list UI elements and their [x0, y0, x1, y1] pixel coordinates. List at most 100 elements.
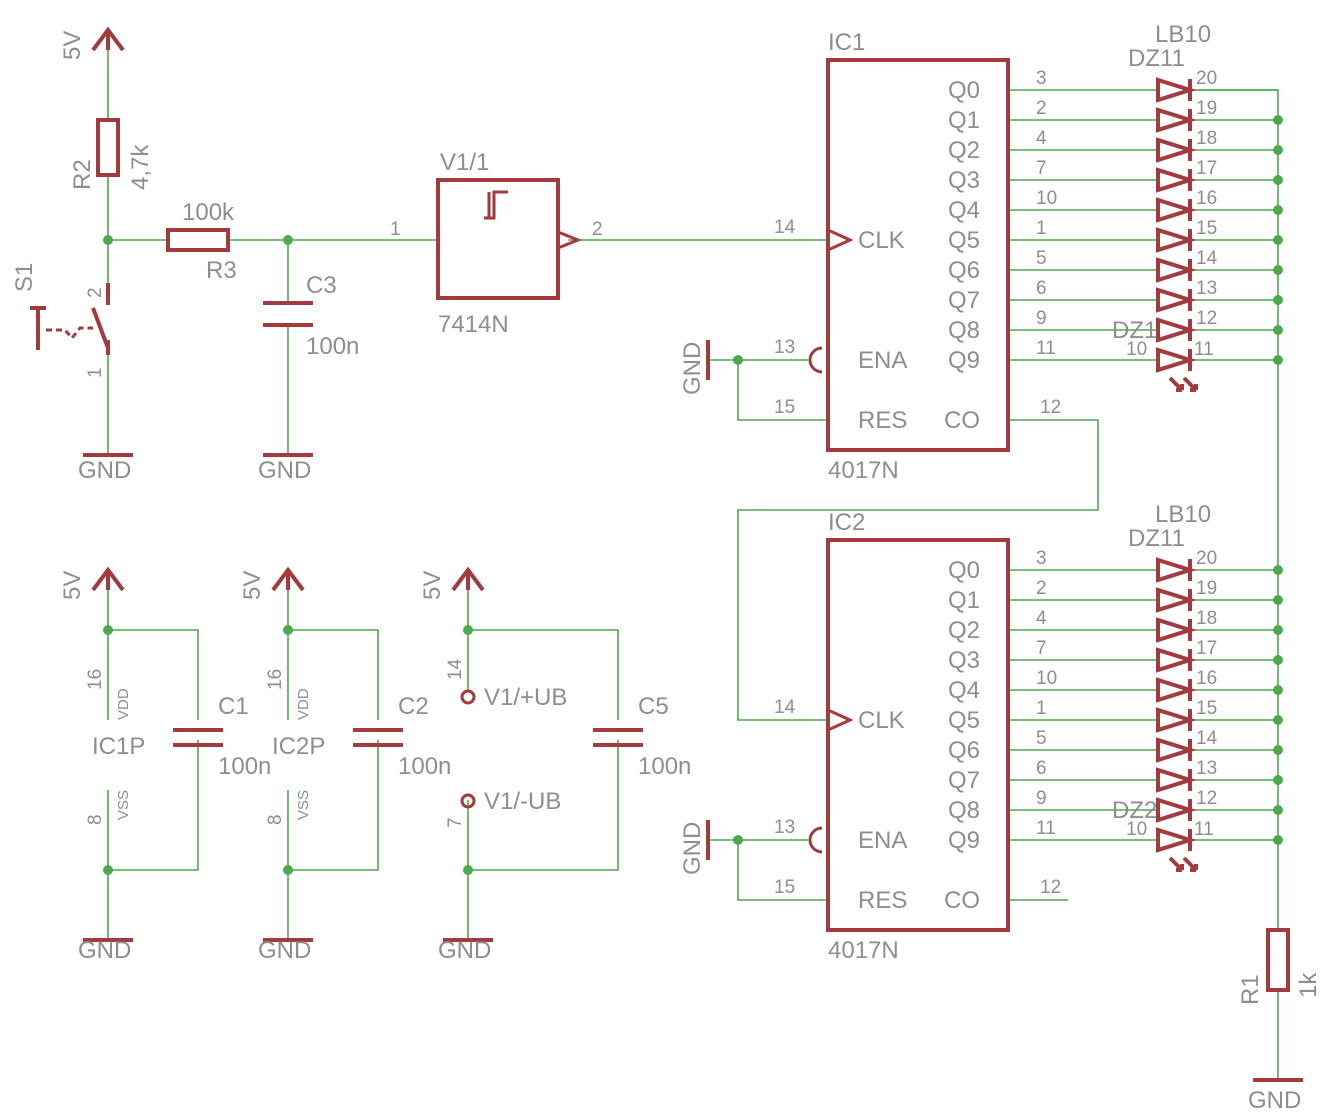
- ic2-4017: [808, 538, 1010, 932]
- ground-label-r1: GND: [1248, 1087, 1301, 1114]
- ic1-rail-junction-q3: [1273, 175, 1283, 185]
- ic2-pin-ena: 13: [774, 817, 795, 838]
- ic2-led-q7: [1156, 767, 1197, 793]
- ic2-ena-label: ENA: [858, 827, 907, 854]
- ic2-led-pin-q6: 14: [1196, 728, 1218, 749]
- ic1-pin-q9: 11: [1036, 338, 1056, 359]
- dz-label-ic2-last: DZ2: [1112, 797, 1157, 824]
- ic1-led-pin-q8: 12: [1196, 308, 1217, 329]
- ic2-label-q2: Q2: [948, 617, 980, 644]
- ic1-led-q4: [1156, 197, 1197, 223]
- ic1-led-pin-q4: 16: [1196, 188, 1217, 209]
- r2-value: 4,7k: [127, 144, 154, 190]
- ic1-clk-label: CLK: [858, 227, 905, 254]
- dz-label-top: DZ11: [1128, 45, 1185, 72]
- ic2-label-q1: Q1: [948, 587, 980, 614]
- ic2-label-q3: Q3: [948, 647, 980, 674]
- ic1-led-q8: [1156, 317, 1197, 343]
- v1-part: 7414N: [438, 311, 509, 338]
- supply-label-input: 5V: [59, 31, 86, 60]
- ic1-led-q6: [1156, 257, 1197, 283]
- ic1-label-q7: Q7: [948, 287, 980, 314]
- v1-pin-in: 1: [390, 219, 401, 240]
- ic2-rail-junction-q5: [1273, 715, 1283, 725]
- ic2-rail-junction-q6: [1273, 745, 1283, 755]
- c3-label: C3: [306, 272, 337, 299]
- ic2-led-q3: [1156, 647, 1197, 673]
- ic1-led-pin-q3: 17: [1196, 158, 1217, 179]
- v1-ub-plus-label: V1/+UB: [484, 684, 567, 711]
- v1-pin-ub-minus: 7: [445, 817, 466, 828]
- ic2-led-q2: [1156, 617, 1197, 643]
- ic2-led-pin-q7: 13: [1196, 758, 1217, 779]
- ic2-rail-junction-q7: [1273, 775, 1283, 785]
- ic2-led-emission-arrows: [1168, 856, 1198, 872]
- ic1-res-label: RES: [858, 407, 907, 434]
- ground-label-c3: GND: [258, 457, 311, 484]
- output-wires: [1008, 89, 1278, 841]
- ic1-pin-q8: 9: [1036, 308, 1047, 329]
- c2-value: 100n: [398, 753, 451, 780]
- r1-value: 1k: [1295, 972, 1322, 998]
- ic2-label-q0: Q0: [948, 557, 980, 584]
- s1-pin2: 2: [85, 287, 106, 298]
- ic2-led-q4: [1156, 677, 1197, 703]
- junctions-static: [103, 235, 743, 875]
- ic2-label: IC2: [828, 509, 865, 536]
- ic1-led-pin-q0: 20: [1196, 68, 1217, 89]
- r2-label: R2: [69, 159, 96, 190]
- ic1-pin-q7: 6: [1036, 278, 1047, 299]
- ic1p-vss-label: VSS: [115, 790, 132, 820]
- ground-label-v1: GND: [438, 937, 491, 964]
- ic2-led-q6: [1156, 737, 1197, 763]
- ic2-pin-q1: 2: [1036, 578, 1047, 599]
- resistor-r3: [166, 228, 230, 252]
- ic2p-vss-label: VSS: [295, 790, 312, 820]
- ic1-pin-q0: 3: [1036, 68, 1047, 89]
- dz-label-ic1-last: DZ1: [1112, 317, 1157, 344]
- c3-value: 100n: [306, 333, 359, 360]
- wires: [107, 50, 1279, 1080]
- ic1-label-q4: Q4: [948, 197, 980, 224]
- ic1-pin-q2: 4: [1036, 128, 1047, 149]
- ic2-label-q7: Q7: [948, 767, 980, 794]
- ic2-pin-q4: 10: [1036, 668, 1057, 689]
- ic2-pin-q7: 6: [1036, 758, 1047, 779]
- ic1-led-pin-q1: 19: [1196, 98, 1217, 119]
- ic1p-vdd-label: VDD: [115, 688, 132, 720]
- ic2-pin-q0: 3: [1036, 548, 1047, 569]
- ic2p-vdd-label: VDD: [295, 688, 312, 720]
- v1-ub-minus-label: V1/-UB: [484, 788, 561, 815]
- ic2-pin-co: 12: [1040, 877, 1061, 898]
- capacitor-c3: [263, 301, 313, 327]
- ic2-part: 4017N: [828, 937, 899, 964]
- ic1-led-q3: [1156, 167, 1197, 193]
- ic1-pin-clk: 14: [774, 217, 796, 238]
- led-pin-last-left-ic2: 10: [1126, 819, 1147, 840]
- switch-s1: [30, 283, 110, 355]
- ic2-led-pin-q2: 18: [1196, 608, 1217, 629]
- ic1-led-q7: [1156, 287, 1197, 313]
- ic1-led-pin-q7: 13: [1196, 278, 1217, 299]
- ground-label-ic2-ena: GND: [679, 822, 706, 875]
- ic2-led-pin-q8: 12: [1196, 788, 1217, 809]
- ic2-led-q5: [1156, 707, 1197, 733]
- ic1-4017: [808, 58, 1010, 452]
- ground-label-ic2p: GND: [258, 937, 311, 964]
- ground-symbols: [83, 340, 1303, 1082]
- ic1-ena-label: ENA: [858, 347, 907, 374]
- ic1-rail-junction-q5: [1273, 235, 1283, 245]
- ic1-led-pin-q5: 15: [1196, 218, 1217, 239]
- ic2-led-pin-q1: 19: [1196, 578, 1217, 599]
- ic1-led-q1: [1156, 107, 1197, 133]
- ic1-label-q8: Q8: [948, 317, 980, 344]
- ic2-label-q8: Q8: [948, 797, 980, 824]
- ground-label-s1: GND: [78, 457, 131, 484]
- ic2-pin-q6: 5: [1036, 728, 1047, 749]
- ic1-label-q0: Q0: [948, 77, 980, 104]
- ic2-co-label: CO: [944, 887, 980, 914]
- ic2-label-q9: Q9: [948, 827, 980, 854]
- ic1-pin-q6: 5: [1036, 248, 1047, 269]
